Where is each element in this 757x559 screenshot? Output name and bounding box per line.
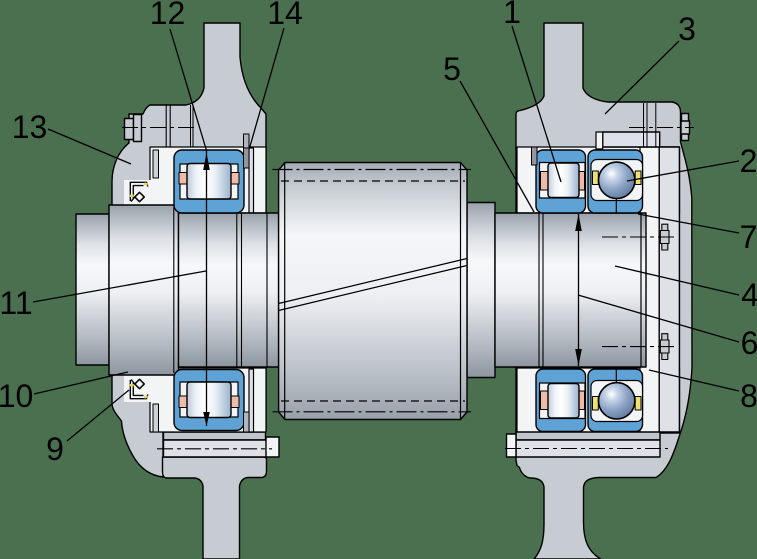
svg-text:11: 11 — [0, 285, 33, 321]
svg-text:9: 9 — [46, 431, 64, 467]
svg-text:7: 7 — [740, 219, 757, 255]
svg-text:13: 13 — [12, 109, 48, 145]
svg-text:5: 5 — [443, 51, 461, 87]
svg-text:8: 8 — [740, 378, 757, 414]
svg-text:4: 4 — [741, 277, 757, 313]
svg-text:3: 3 — [678, 11, 696, 47]
svg-text:1: 1 — [503, 0, 521, 30]
svg-text:10: 10 — [0, 378, 33, 414]
svg-text:6: 6 — [741, 325, 757, 361]
svg-text:14: 14 — [267, 0, 303, 31]
svg-text:12: 12 — [150, 0, 186, 31]
svg-text:2: 2 — [740, 143, 757, 179]
